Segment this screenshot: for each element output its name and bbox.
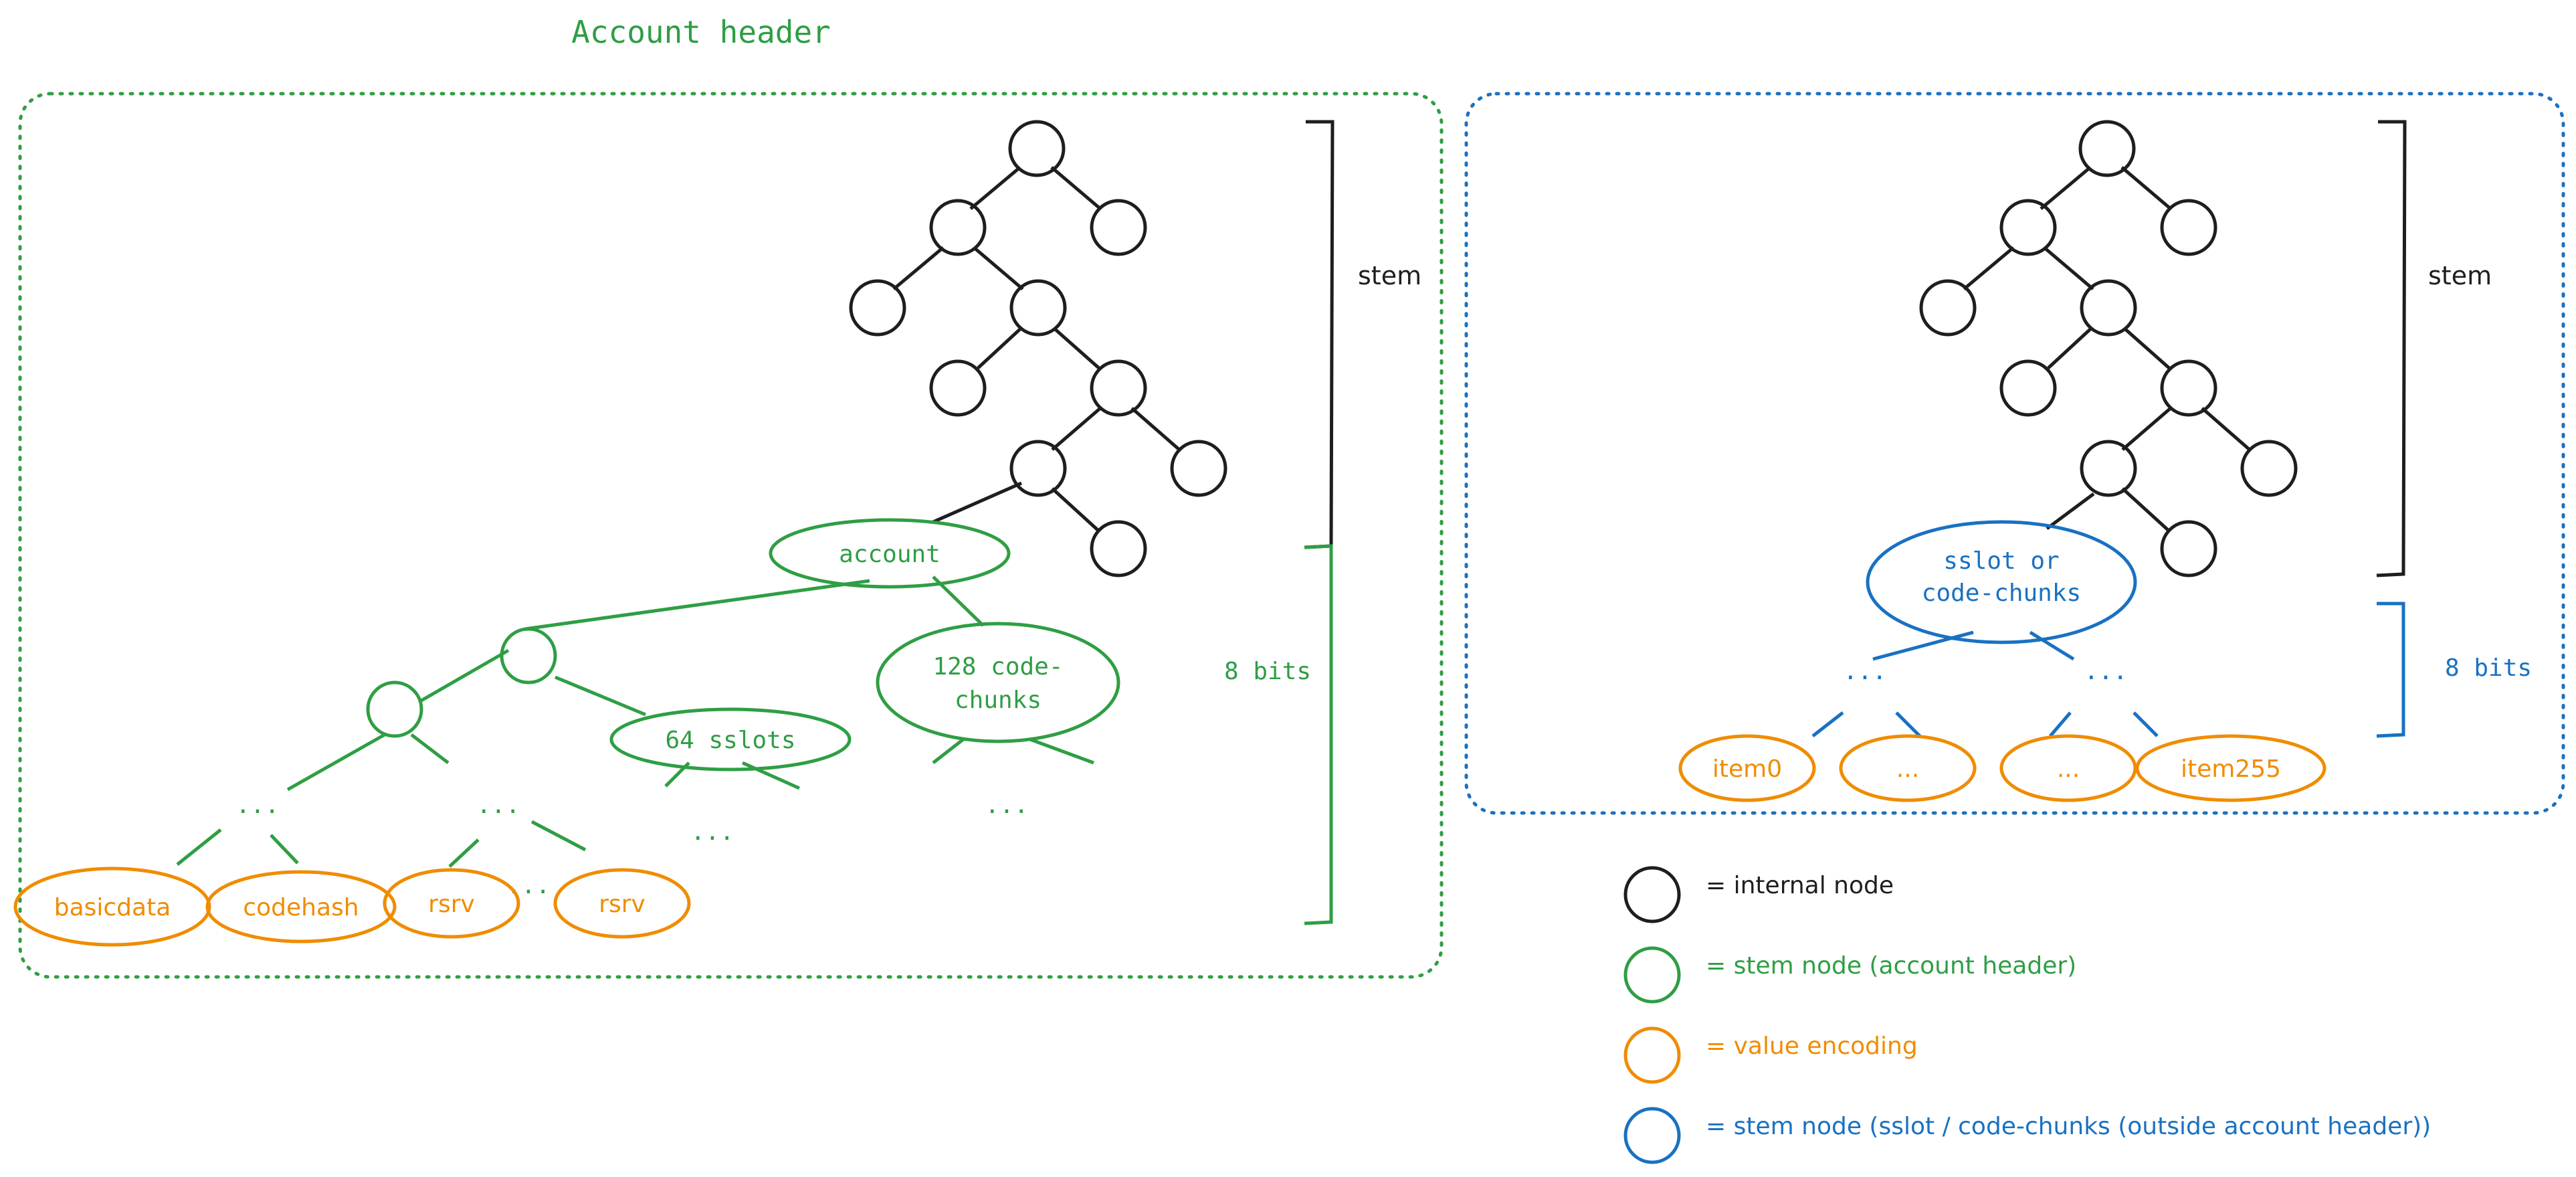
legend-label-value: = value encoding — [1706, 1032, 1918, 1060]
leaf-label-item0: item0 — [1712, 755, 1782, 783]
internal-node — [849, 279, 906, 337]
legend-swatch-stem-account — [1623, 946, 1681, 1004]
internal-node — [1009, 279, 1067, 337]
right-bits-bracket — [2376, 602, 2405, 738]
ellipsis: ... — [690, 818, 734, 846]
internal-node — [1090, 199, 1147, 256]
left-internal-tree — [849, 120, 1227, 577]
right-internal-tree — [1919, 120, 2298, 577]
sslots-stem-node — [609, 707, 852, 772]
value-leaf-rsrv — [383, 868, 520, 939]
stem-node-label-line2: code-chunks — [1922, 579, 2081, 607]
stem-node-label-line1: sslot or — [1943, 547, 2059, 575]
left-stem-subtree — [176, 518, 1120, 868]
ellipsis: ... — [1843, 658, 1886, 685]
value-leaf-item255 — [2135, 734, 2326, 802]
internal-node — [2240, 440, 2298, 497]
left-stem-bracket — [1304, 120, 1334, 549]
internal-node — [1919, 279, 1977, 337]
account-header-frame — [18, 92, 1444, 979]
leaf-label-basicdata: basicdata — [54, 894, 171, 921]
ellipsis: ... — [506, 872, 550, 899]
sslot-code-chunks-stem-node — [1866, 520, 2137, 644]
ellipsis: ... — [235, 792, 279, 819]
left-ellipsis-group: ... ... ... ... ... — [235, 792, 1028, 899]
leaf-label-ellipsis: ... — [2057, 755, 2080, 783]
right-stem-subtree — [1811, 520, 2159, 737]
legend-swatch-value — [1623, 1026, 1681, 1084]
left-stem-label: stem — [1358, 261, 1421, 290]
code-chunks-label-line1: 128 code- — [932, 653, 1063, 681]
right-bits-label: 8 bits — [2445, 654, 2532, 682]
internal-node — [2080, 440, 2137, 497]
internal-node — [2080, 279, 2137, 337]
leaf-label-ellipsis: ... — [1896, 755, 1919, 783]
internal-node — [1090, 359, 1147, 417]
value-leaf-basicdata — [13, 867, 211, 947]
right-stem-bracket — [2376, 120, 2407, 577]
internal-node — [2160, 520, 2217, 577]
code-chunks-label-line2: chunks — [955, 687, 1042, 714]
legend-label-stem-outside: = stem node (sslot / code-chunks (outsid… — [1706, 1113, 2431, 1140]
internal-node — [1090, 520, 1147, 577]
value-leaf-ellipsis — [1999, 734, 2137, 802]
internal-node — [1008, 120, 1066, 177]
right-leaves — [1678, 734, 2326, 802]
internal-node — [929, 199, 987, 256]
value-leaf-item0 — [1678, 734, 1816, 802]
ellipsis: ... — [985, 792, 1028, 819]
internal-node — [1170, 440, 1227, 497]
internal-node — [929, 359, 987, 417]
internal-node — [1999, 359, 2057, 417]
ellipsis: ... — [2084, 658, 2127, 685]
leaf-label-rsrv: rsrv — [599, 891, 646, 918]
legend-swatch-stem-outside — [1623, 1107, 1681, 1164]
diagram-title: Account header — [571, 14, 831, 50]
code-chunks-stem-node — [876, 622, 1120, 743]
internal-node — [2160, 359, 2217, 417]
legend-swatch-internal — [1623, 866, 1681, 923]
ellipsis: ... — [476, 792, 520, 819]
left-leaves — [13, 867, 691, 947]
left-bits-label: 8 bits — [1224, 658, 1311, 685]
internal-node — [1009, 440, 1067, 497]
legend: = internal node = stem node (account hea… — [1623, 866, 2431, 1164]
leaf-label-item255: item255 — [2181, 755, 2281, 783]
left-bits-bracket — [1304, 544, 1333, 925]
value-leaf-codehash — [205, 870, 397, 943]
account-internal-node — [500, 627, 557, 685]
value-leaf-rsrv — [553, 868, 691, 939]
internal-node — [1999, 199, 2057, 256]
value-leaf-ellipsis — [1839, 734, 1977, 802]
legend-label-internal: = internal node — [1706, 872, 1894, 899]
right-stem-label: stem — [2428, 261, 2492, 290]
legend-label-stem-account: = stem node (account header) — [1706, 952, 2076, 980]
leaf-label-rsrv: rsrv — [428, 891, 475, 918]
account-stem-node — [769, 518, 1011, 589]
sslots-node-label: 64 sslots — [665, 727, 795, 754]
account-node-label: account — [839, 541, 940, 568]
internal-node — [2160, 199, 2217, 256]
storage-frame — [1464, 92, 2565, 815]
leaf-label-codehash: codehash — [243, 894, 359, 921]
internal-node — [2078, 120, 2136, 177]
account-internal-node — [366, 681, 423, 738]
